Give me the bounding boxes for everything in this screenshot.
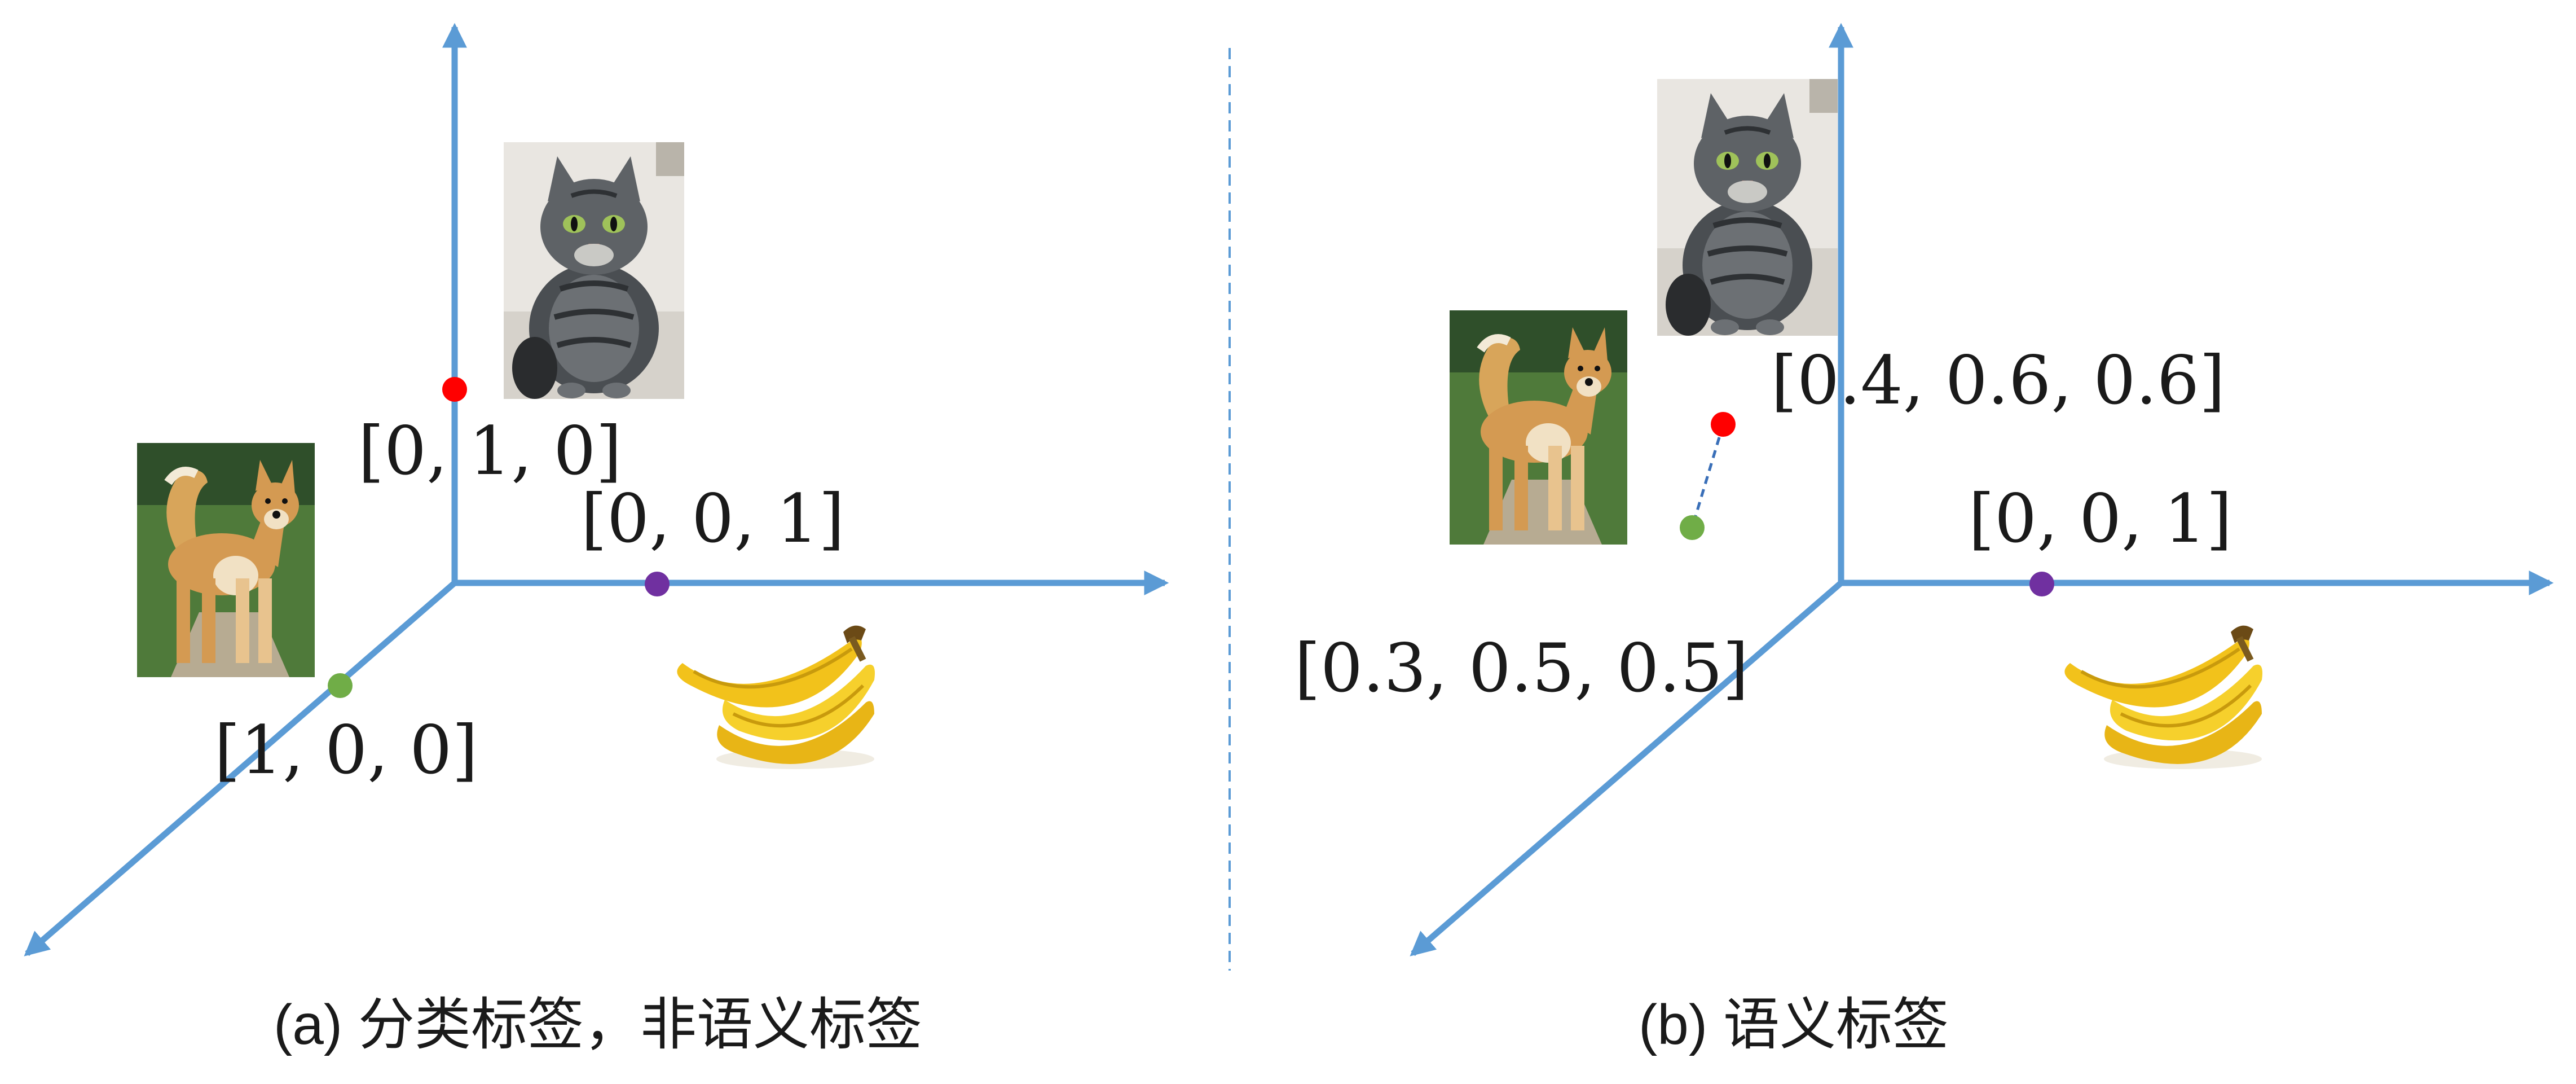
axes-b (1410, 23, 2554, 956)
point-b-cat (1711, 412, 1736, 437)
label-a-banana: [0, 0, 1] (581, 480, 844, 558)
label-b-banana: [0, 0, 1] (1969, 480, 2232, 558)
caption-a: (a) 分类标签，非语义标签 (274, 993, 922, 1056)
caption-b: (b) 语义标签 (1639, 993, 1949, 1056)
dog-image (1450, 310, 1627, 545)
label-a-cat: [0, 1, 0] (358, 412, 622, 490)
cat-image (504, 142, 684, 399)
point-b-dog (1680, 515, 1705, 540)
axis-b-diagonal (1410, 580, 1843, 956)
cat-image (1657, 79, 1838, 336)
point-a-dog (328, 673, 353, 698)
banana-image (2064, 626, 2262, 769)
banana-image (677, 626, 875, 769)
point-a-banana (645, 572, 670, 596)
dog-image (137, 443, 315, 677)
semantic-link (1690, 424, 1725, 528)
point-b-banana (2029, 572, 2054, 596)
label-b-dog: [0.3, 0.5, 0.5] (1294, 629, 1749, 707)
label-b-cat: [0.4, 0.6, 0.6] (1771, 341, 2225, 419)
label-a-dog: [1, 0, 0] (214, 711, 478, 789)
axis-a-diagonal (24, 580, 457, 956)
point-a-cat (442, 377, 467, 402)
panel-a: [0, 1, 0] [0, 0, 1] [1, 0, 0] (a) 分类标签，非… (24, 23, 1169, 1056)
panel-b: [0.4, 0.6, 0.6] [0, 0, 1] [0.3, 0.5, 0.5… (1294, 23, 2554, 1056)
axes-a (24, 23, 1169, 956)
